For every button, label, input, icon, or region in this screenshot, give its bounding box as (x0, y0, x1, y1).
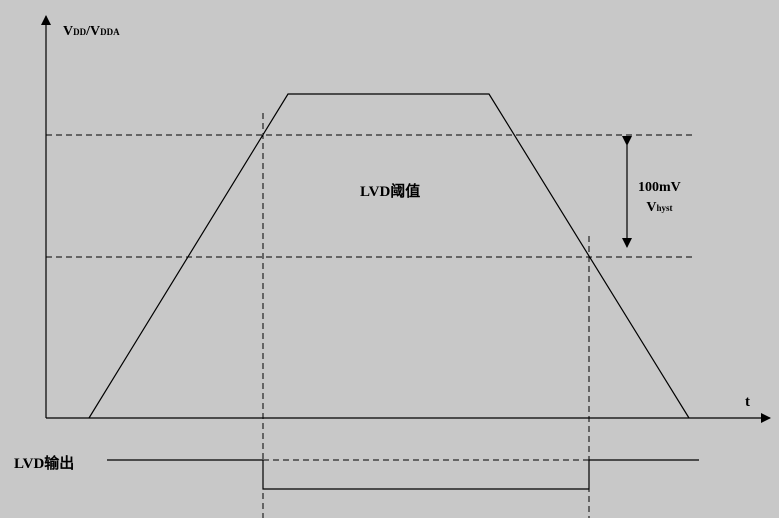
output-low-pulse (262, 460, 590, 490)
x-axis-label: t (745, 394, 750, 410)
y-axis-sub2: DDA (100, 27, 120, 37)
y-axis-label: VDD/VDDA (63, 24, 120, 40)
y-axis-sep: /V (86, 24, 101, 39)
threshold-label: LVD阈值 (360, 184, 421, 200)
hysteresis-value: 100mV (638, 180, 681, 195)
y-axis-main: V (63, 24, 74, 39)
hysteresis-symbol: Vhyst (638, 198, 681, 218)
output-label: LVD输出 (14, 456, 75, 472)
hysteresis-symbol-sub: hyst (656, 203, 673, 213)
y-axis-sub1: DD (73, 27, 87, 37)
hysteresis-label: 100mV Vhyst (638, 178, 681, 218)
supply-voltage-curve (88, 93, 690, 419)
hysteresis-symbol-main: V (646, 200, 657, 215)
